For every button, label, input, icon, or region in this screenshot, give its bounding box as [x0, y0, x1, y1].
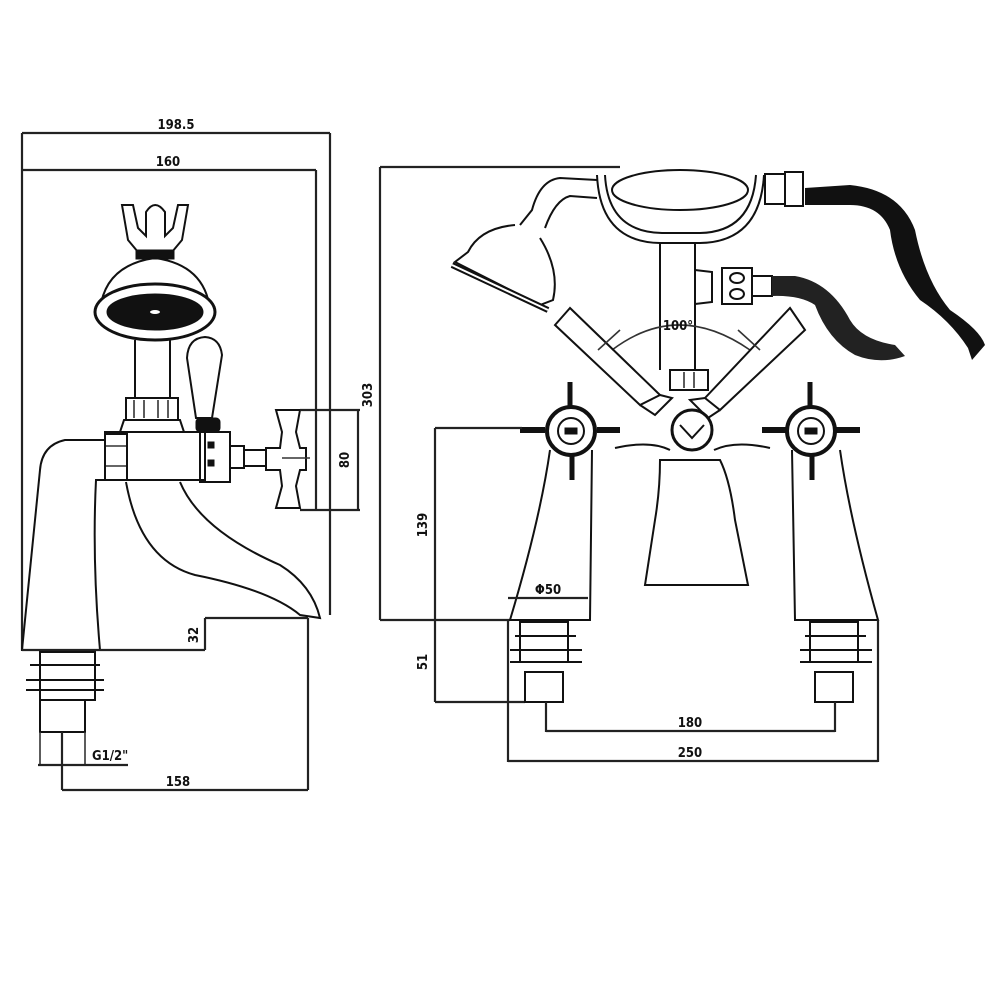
label-inner-width: 160 [156, 155, 180, 170]
hand-shower-icon [450, 224, 556, 313]
dim-overall-height: 303 [361, 165, 620, 622]
cross-handle-left [520, 382, 620, 480]
shank-right [800, 621, 872, 703]
dim-valve-height: 80 [300, 408, 360, 512]
label-front-width: 250 [678, 746, 702, 761]
coiled-hose [772, 276, 905, 361]
shank-left [510, 621, 582, 703]
dim-shank-height: 51 [416, 654, 525, 704]
dim-spout-reach: 158 [60, 618, 310, 792]
front-view: 303 [361, 165, 985, 763]
bridge [614, 443, 771, 451]
handset [519, 169, 804, 370]
dim-inner-width: 160 [22, 155, 318, 510]
side-view: 198.5 160 [20, 118, 360, 792]
label-thread: G1/2" [92, 749, 128, 764]
cross-handle-side [265, 409, 310, 509]
lever-handle-right [687, 306, 807, 420]
hose [805, 185, 985, 360]
label-valve-height: 80 [338, 452, 353, 468]
spout [20, 439, 322, 651]
shower-head-icon [93, 256, 217, 342]
label-handle-height: 139 [416, 513, 431, 537]
cross-handle-right [762, 382, 860, 480]
diverter-connector [694, 267, 773, 305]
dim-thread: G1/2" [38, 749, 128, 767]
dim-overall-width: 198.5 [20, 118, 332, 650]
lever-handle-left [553, 306, 674, 417]
central-spout [643, 459, 750, 586]
label-centres: 180 [678, 716, 702, 731]
lever-handle [185, 335, 224, 433]
handset-cradle [120, 204, 190, 260]
label-shank-height: 51 [416, 654, 431, 670]
centre-nut [669, 369, 709, 391]
dim-centres: 180 [544, 702, 837, 733]
label-spout-clearance: 32 [187, 627, 202, 643]
label-overall-height: 303 [361, 383, 376, 407]
dim-rotation-angle: 100° [611, 319, 751, 351]
dim-spout-clearance: 32 [22, 616, 308, 652]
mixer-body [104, 431, 267, 483]
label-rotation-angle: 100° [663, 319, 693, 334]
label-overall-width: 198.5 [158, 118, 195, 133]
label-base-diameter: Φ50 [535, 583, 561, 598]
label-spout-reach: 158 [166, 775, 190, 790]
dim-base-diameter: Φ50 [508, 583, 588, 600]
diverter-knob [670, 408, 714, 452]
dim-handle-height: 139 [416, 426, 522, 702]
pillar-right [791, 449, 880, 621]
dim-front-width: 250 [506, 620, 880, 763]
pillar-left [508, 449, 593, 621]
